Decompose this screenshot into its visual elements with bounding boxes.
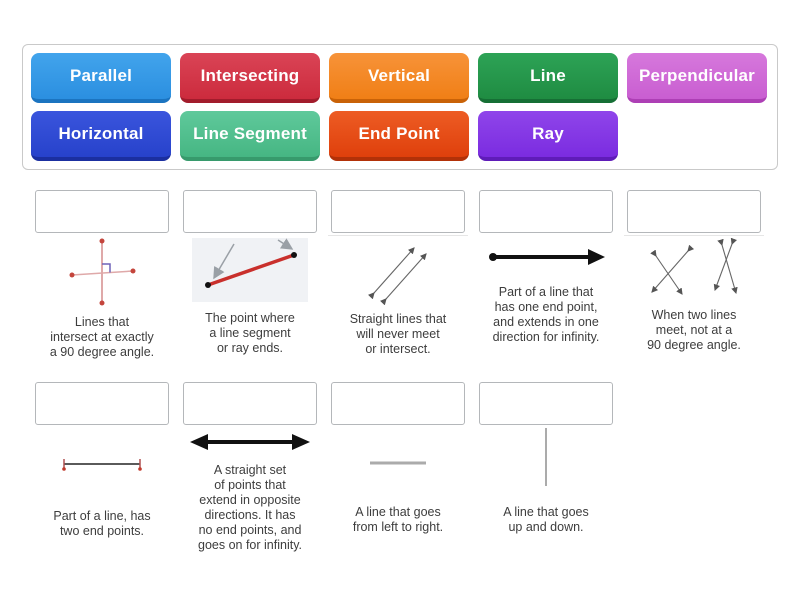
tile-label: Line bbox=[530, 66, 566, 85]
tile-intersecting[interactable]: Intersecting bbox=[180, 53, 320, 103]
item-caption: Straight lines that will never meet or i… bbox=[349, 312, 447, 356]
match-item-vertical: A line that goes up and down. bbox=[472, 382, 620, 553]
match-row-2: Part of a line, has two end points. A st… bbox=[28, 382, 620, 553]
match-item-line-segment: Part of a line, has two end points. bbox=[28, 382, 176, 553]
item-caption: The point where a line segment or ray en… bbox=[205, 311, 295, 355]
tile-label: Parallel bbox=[69, 66, 133, 85]
tile-label: Ray bbox=[532, 124, 564, 143]
tile-parallel[interactable]: Parallel bbox=[31, 53, 171, 103]
word-bank: Parallel Intersecting Vertical Line Perp… bbox=[22, 44, 778, 170]
perpendicular-lines-figure bbox=[32, 235, 172, 309]
item-caption: When two lines meet, not at a 90 degree … bbox=[647, 308, 741, 352]
answer-dropzone[interactable] bbox=[627, 190, 761, 233]
match-row-1: Lines that intersect at exactly a 90 deg… bbox=[28, 190, 768, 360]
match-item-ray: Part of a line that has one end point, a… bbox=[472, 190, 620, 360]
tile-label: Perpendicular bbox=[639, 66, 755, 85]
line-segment-figure bbox=[32, 427, 172, 503]
match-item-horizontal: A line that goes from left to right. bbox=[324, 382, 472, 553]
tile-line-segment[interactable]: Line Segment bbox=[180, 111, 320, 161]
tile-perpendicular[interactable]: Perpendicular bbox=[627, 53, 767, 103]
tile-horizontal[interactable]: Horizontal bbox=[31, 111, 171, 161]
item-caption: A straight set of points that extend in … bbox=[198, 463, 302, 552]
answer-dropzone[interactable] bbox=[479, 190, 613, 233]
intersecting-lines-figure bbox=[624, 235, 764, 302]
ray-figure bbox=[476, 235, 616, 279]
answer-dropzone[interactable] bbox=[479, 382, 613, 425]
item-caption: A line that goes from left to right. bbox=[352, 505, 444, 534]
tile-label: End Point bbox=[358, 124, 440, 143]
tile-line[interactable]: Line bbox=[478, 53, 618, 103]
horizontal-line-figure bbox=[328, 427, 468, 499]
match-item-end-point: The point where a line segment or ray en… bbox=[176, 190, 324, 360]
answer-dropzone[interactable] bbox=[35, 382, 169, 425]
answer-dropzone[interactable] bbox=[183, 190, 317, 233]
tile-vertical[interactable]: Vertical bbox=[329, 53, 469, 103]
parallel-lines-figure bbox=[328, 235, 468, 306]
match-item-intersecting: When two lines meet, not at a 90 degree … bbox=[620, 190, 768, 360]
vertical-line-figure bbox=[476, 427, 616, 499]
end-point-figure bbox=[180, 235, 320, 305]
item-caption: Part of a line, has two end points. bbox=[53, 509, 151, 538]
tile-ray[interactable]: Ray bbox=[478, 111, 618, 161]
item-caption: Part of a line that has one end point, a… bbox=[492, 285, 600, 344]
tile-label: Intersecting bbox=[200, 66, 300, 85]
match-item-line: A straight set of points that extend in … bbox=[176, 382, 324, 553]
tile-label: Line Segment bbox=[193, 124, 307, 143]
tile-label: Horizontal bbox=[58, 124, 144, 143]
item-caption: A line that goes up and down. bbox=[503, 505, 589, 534]
answer-dropzone[interactable] bbox=[183, 382, 317, 425]
answer-dropzone[interactable] bbox=[35, 190, 169, 233]
match-item-perpendicular: Lines that intersect at exactly a 90 deg… bbox=[28, 190, 176, 360]
item-caption: Lines that intersect at exactly a 90 deg… bbox=[49, 315, 155, 359]
tile-end-point[interactable]: End Point bbox=[329, 111, 469, 161]
answer-dropzone[interactable] bbox=[331, 190, 465, 233]
match-item-parallel: Straight lines that will never meet or i… bbox=[324, 190, 472, 360]
answer-dropzone[interactable] bbox=[331, 382, 465, 425]
tile-label: Vertical bbox=[367, 66, 431, 85]
line-figure bbox=[180, 427, 320, 457]
